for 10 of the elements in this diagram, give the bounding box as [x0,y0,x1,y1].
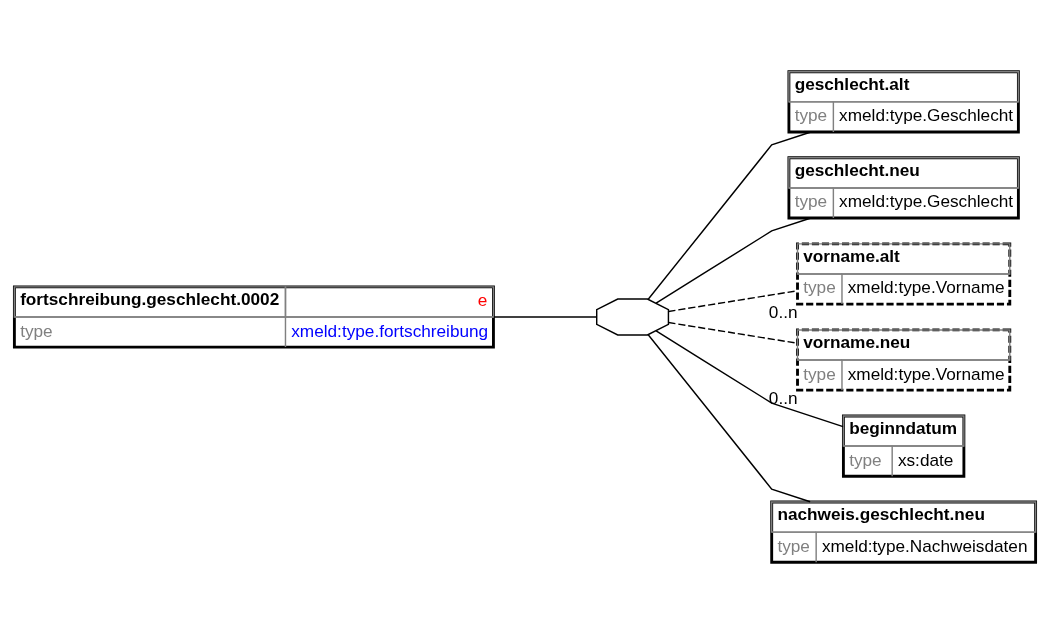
connector [655,329,844,427]
node-label: 0..n [768,387,798,408]
connector [667,321,798,344]
connector [493,315,598,318]
connector [647,333,811,502]
node-label: 0..n [768,301,798,322]
connector [647,131,811,300]
connector [655,217,811,304]
node-octagon [596,297,670,336]
connector [667,289,798,312]
